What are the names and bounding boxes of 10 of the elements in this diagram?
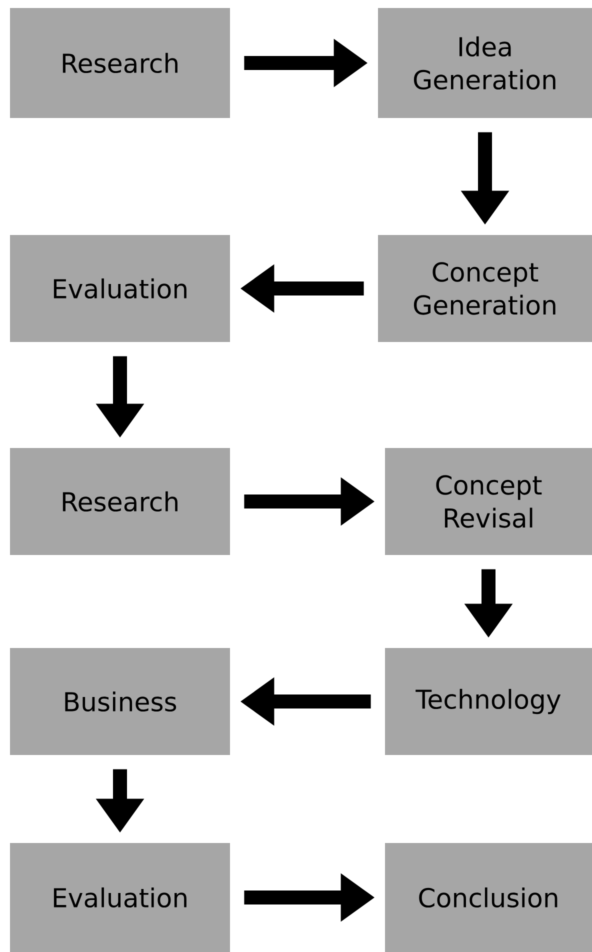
process-box: Technology	[385, 648, 592, 755]
process-box: Research	[10, 8, 230, 118]
process-box: Evaluation	[10, 843, 230, 952]
process-box: Conclusion	[385, 843, 592, 952]
process-box: Evaluation	[10, 235, 230, 342]
process-box: Idea Generation	[378, 8, 592, 118]
process-box: Research	[10, 448, 230, 555]
process-box: Concept Generation	[378, 235, 592, 342]
process-box: Concept Revisal	[385, 448, 592, 555]
process-box: Business	[10, 648, 230, 755]
